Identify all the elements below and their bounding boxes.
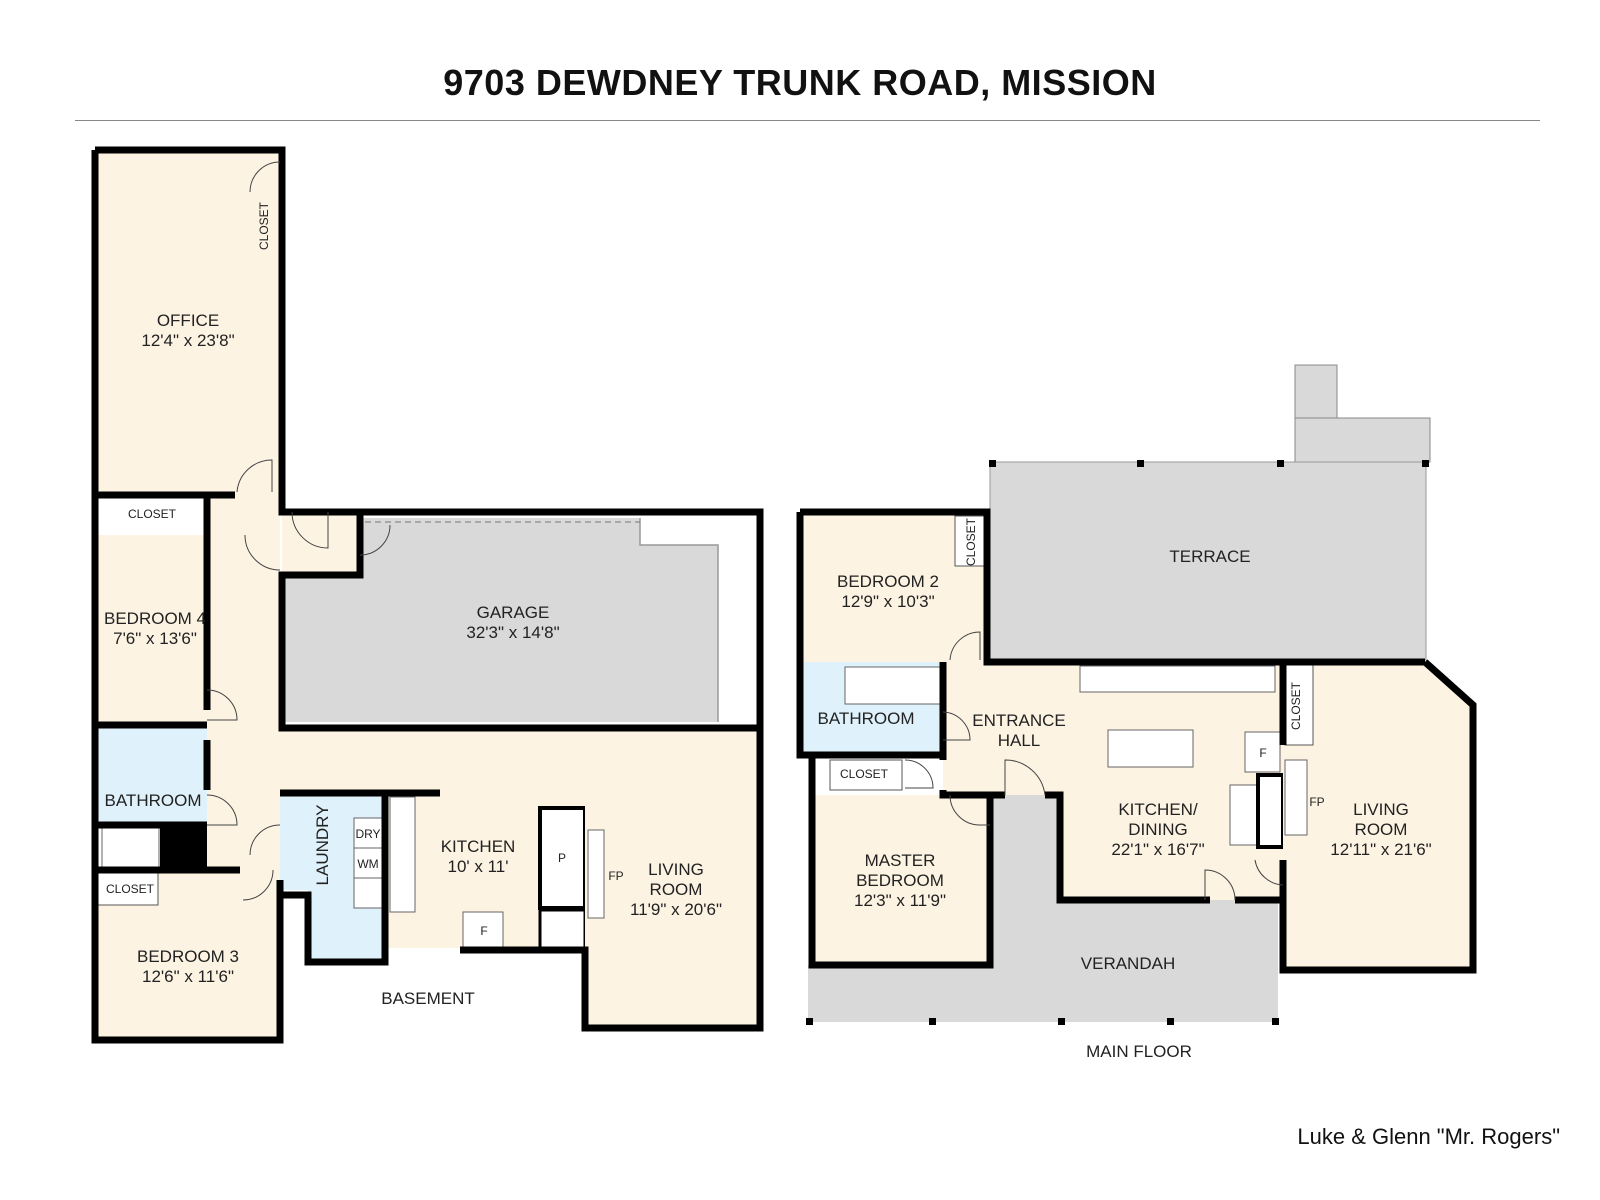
living-closet-label: CLOSET <box>1289 681 1303 730</box>
office-room <box>95 150 280 495</box>
main-living-size: 12'11" x 21'6" <box>1330 840 1431 859</box>
kitchen-dining-label-1: KITCHEN/ <box>1118 800 1198 819</box>
office-closet-label: CLOSET <box>257 201 271 250</box>
living-closet <box>1284 664 1314 746</box>
basement-bathroom <box>98 725 207 825</box>
pantry-label: P <box>558 851 566 865</box>
main-floor-plan <box>796 364 1477 1025</box>
main-living-label-2: ROOM <box>1355 820 1408 839</box>
pantry <box>538 806 587 910</box>
basement-living-size: 11'9" x 20'6" <box>630 900 722 919</box>
basement-living-room <box>585 728 760 1028</box>
bedroom4-label: BEDROOM 4 <box>104 609 206 628</box>
bathtub <box>844 666 941 705</box>
bedroom3-ext <box>240 870 280 1040</box>
main-fireplace <box>1284 759 1308 836</box>
shower <box>101 827 160 869</box>
bedroom3-label: BEDROOM 3 <box>137 947 239 966</box>
main-fridge-label: F <box>1259 746 1266 760</box>
washer-label: WM <box>357 857 378 871</box>
basement-fireplace-label: FP <box>608 869 623 883</box>
bedroom4-room <box>98 535 207 725</box>
master-size: 12'3" x 11'9" <box>854 891 946 910</box>
garage-entry <box>282 510 360 575</box>
basement-living-label-2: ROOM <box>650 880 703 899</box>
main-fridge <box>1244 731 1281 773</box>
office-size: 12'4" x 23'8" <box>141 331 234 350</box>
bedroom2-label: BEDROOM 2 <box>837 572 939 591</box>
main-living-label-1: LIVING <box>1353 800 1409 819</box>
basement-kitchen-label: KITCHEN <box>441 837 516 856</box>
terrace-label: TERRACE <box>1169 547 1250 566</box>
corridor-lower <box>207 793 282 875</box>
kitchen-island <box>1107 729 1194 768</box>
kitchen-dining <box>1060 662 1285 902</box>
laundry-appliances <box>353 817 383 909</box>
bedroom3-size: 12'6" x 11'6" <box>142 967 234 986</box>
title-divider <box>75 120 1540 121</box>
master-closet <box>829 759 903 791</box>
bedroom4-closet-label: CLOSET <box>128 507 177 521</box>
main-floor-label: MAIN FLOOR <box>1086 1042 1192 1061</box>
office-label: OFFICE <box>157 311 219 330</box>
basement-plan <box>91 146 764 1044</box>
bedroom4-size: 7'6" x 13'6" <box>113 629 197 648</box>
kitchen-dining-label-2: DINING <box>1128 820 1188 839</box>
entrance-label-2: HALL <box>998 731 1041 750</box>
kitchen-counter <box>389 796 416 913</box>
garage-size: 32'3" x 14'8" <box>466 623 559 642</box>
chimney <box>1256 773 1285 849</box>
basement-kitchen-size: 10' x 11' <box>448 857 509 876</box>
bedroom2-closet-label: CLOSET <box>964 517 978 566</box>
entrance-hall <box>943 662 1063 797</box>
main-fireplace-label: FP <box>1309 795 1324 809</box>
garage-room <box>282 518 718 722</box>
plan-title: 9703 DEWDNEY TRUNK ROAD, MISSION <box>443 62 1157 103</box>
basement-living-label-1: LIVING <box>648 860 704 879</box>
terrace <box>989 461 1427 661</box>
bedroom4-closet <box>98 495 205 535</box>
bedroom3-closet-label: CLOSET <box>106 882 155 896</box>
garage-outline <box>639 518 719 722</box>
posts <box>806 460 1429 1025</box>
basement-bathroom-label: BATHROOM <box>105 791 202 810</box>
credit-text: Luke & Glenn "Mr. Rogers" <box>1297 1124 1560 1149</box>
master-label-1: MASTER <box>865 851 936 870</box>
kitchen-counter <box>1079 665 1276 693</box>
bedroom2-closet <box>954 515 986 567</box>
laundry-label: LAUNDRY <box>313 805 332 886</box>
garage-label: GARAGE <box>477 603 550 622</box>
dryer-label: DRY <box>355 827 380 841</box>
master-bedroom-room <box>812 795 990 965</box>
entrance-label-1: ENTRANCE <box>972 711 1066 730</box>
hearth <box>1229 784 1261 846</box>
bedroom2-size: 12'9" x 10'3" <box>841 592 934 611</box>
kitchen-dining-size: 22'1" x 16'7" <box>1111 840 1204 859</box>
stairs-landing <box>1294 417 1431 463</box>
chase <box>160 825 207 870</box>
fridge-label: F <box>480 924 487 938</box>
pantry-lower <box>538 908 587 952</box>
basement-floor-label: BASEMENT <box>381 989 475 1008</box>
main-living-room <box>1283 662 1473 970</box>
fireplace <box>587 829 605 919</box>
master-closet-label: CLOSET <box>840 767 889 781</box>
verandah-label: VERANDAH <box>1081 954 1175 973</box>
master-label-2: BEDROOM <box>856 871 944 890</box>
main-bathroom-label: BATHROOM <box>818 709 915 728</box>
